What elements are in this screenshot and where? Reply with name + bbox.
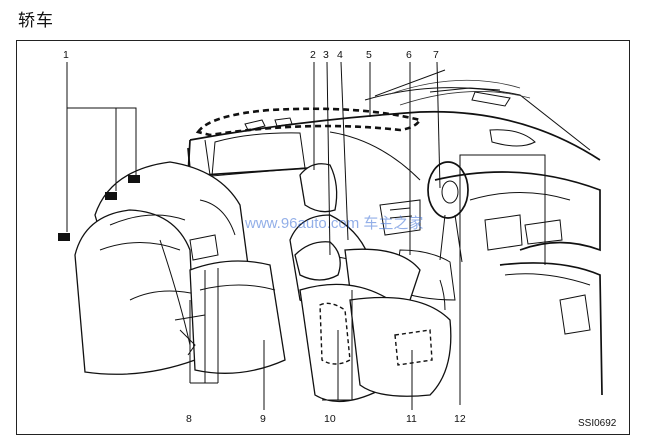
callout-8: 8 (186, 413, 192, 425)
callout-6: 6 (406, 49, 412, 61)
callout-11: 11 (406, 413, 417, 425)
leader-lines (66, 61, 546, 410)
callout-9: 9 (260, 413, 266, 425)
front-driver-seat (294, 241, 452, 403)
callout-4: 4 (337, 49, 343, 61)
callout-2: 2 (310, 49, 316, 61)
callout-1: 1 (63, 49, 69, 61)
callout-7: 7 (433, 49, 439, 61)
curtain-airbag-outline (195, 107, 423, 137)
rear-seat (74, 161, 286, 375)
callout-3: 3 (323, 49, 329, 61)
callout-12: 12 (454, 413, 466, 425)
watermark: www.96auto.com 车主之家 (244, 215, 423, 232)
callout-5: 5 (366, 49, 372, 61)
callout-10: 10 (324, 413, 336, 425)
rear-sensor-markers (58, 175, 140, 241)
section-heading: 轿车 (18, 11, 54, 30)
figure-code: SSI0692 (578, 418, 617, 429)
